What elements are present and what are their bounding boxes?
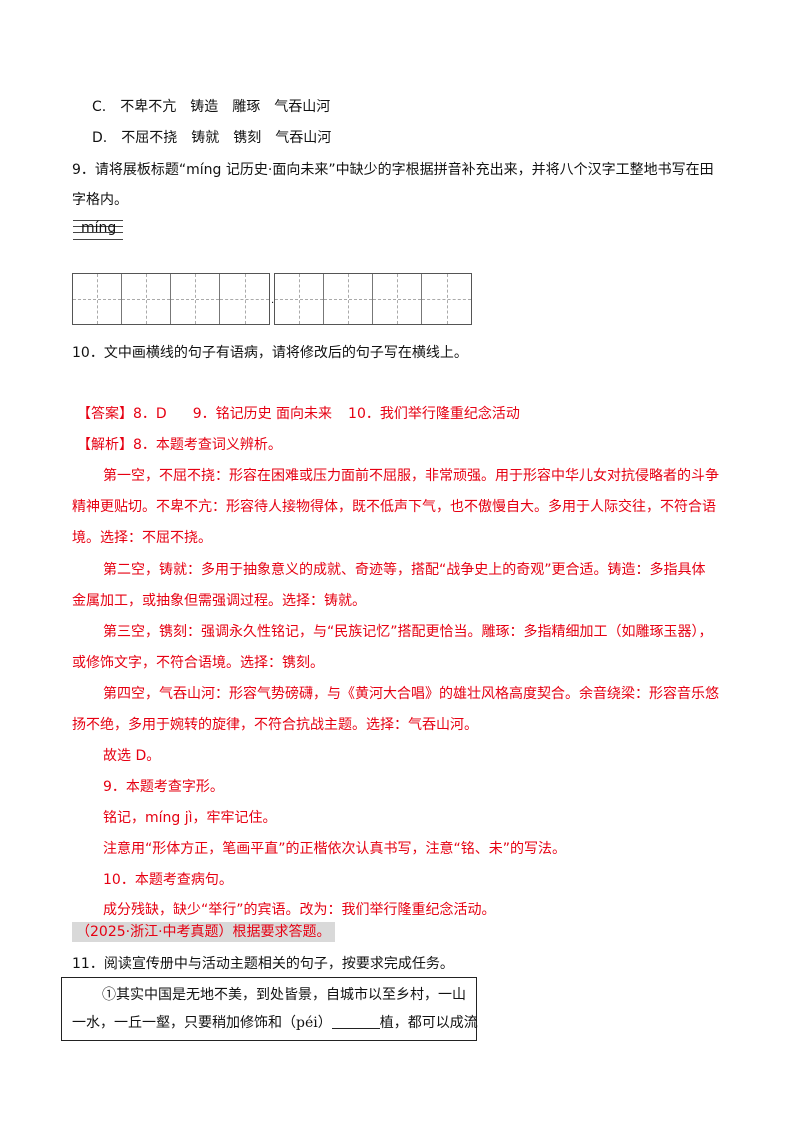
tianzige-grid: .: [72, 273, 472, 325]
tianzige-cell[interactable]: [122, 274, 171, 324]
separator-dot: .: [271, 295, 275, 306]
option-c: C. 不卑不亢铸造雕琢气吞山河: [92, 97, 344, 117]
tianzige-cell[interactable]: [73, 274, 122, 324]
tianzige-cell[interactable]: [422, 274, 471, 324]
analysis-line-1: 【解析】8．本题考查词义辨析。: [77, 435, 282, 455]
analysis-label: 【解析】: [77, 437, 133, 453]
answer-10: 10．我们举行隆重纪念活动: [348, 406, 520, 422]
tianzige-cell[interactable]: [324, 274, 373, 324]
analysis-line: 第四空，气吞山河：形容气势磅礴，与《黄河大合唱》的雄壮风格高度契合。余音绕梁：形…: [103, 686, 719, 702]
option-d: D. 不屈不挠铸就镌刻气吞山河: [92, 128, 345, 148]
answer-label: 【答案】: [77, 406, 133, 422]
passage-line-2-start: 一水，一丘一壑，只要稍加修饰和（péi）: [72, 1015, 332, 1031]
analysis-line: 或修饰文字，不符合语境。选择：镌刻。: [72, 655, 324, 671]
option-d-item-3: 镌刻: [233, 130, 262, 146]
analysis-line: 境。选择：不屈不挠。: [72, 530, 212, 546]
passage-box: ①其实中国是无地不美，到处皆景，自城市以至乡村，一山 一水，一丘一壑，只要稍加修…: [61, 977, 478, 1041]
option-d-letter: D.: [92, 130, 108, 146]
analysis-line: 精神更贴切。不卑不亢：形容待人接物得体，既不低声下气，也不傲慢自大。多用于人际交…: [72, 499, 716, 515]
grid-separator: .: [270, 273, 274, 325]
option-c-item-3: 雕琢: [232, 99, 261, 115]
passage-line-2: 一水，一丘一壑，只要稍加修饰和（péi） 植，都可以成流: [72, 1013, 478, 1033]
analysis-line: 成分残缺，缺少“举行”的宾语。改为：我们举行隆重纪念活动。: [103, 902, 496, 918]
passage-line-1: ①其实中国是无地不美，到处皆景，自城市以至乡村，一山: [102, 987, 466, 1003]
analysis-line: 注意用“形体方正，笔画平直”的正楷依次认真书写，注意“铭、未”的写法。: [103, 841, 567, 857]
analysis-line: 9．本题考查字形。: [103, 779, 224, 795]
analysis-line: 第一空，不屈不挠：形容在困难或压力面前不屈服，非常顽强。用于形容中华儿女对抗侵略…: [103, 468, 719, 484]
analysis-line: 金属加工，或抽象但需强调过程。选择：铸就。: [72, 593, 366, 609]
analysis-line: 扬不绝，多用于婉转的旋律，不符合抗战主题。选择：气吞山河。: [72, 717, 478, 733]
tianzige-group-1: [72, 273, 270, 325]
question-10: 10．文中画横线的句子有语病，请将修改后的句子写在横线上。: [72, 345, 468, 361]
option-c-item-2: 铸造: [190, 99, 219, 115]
analysis-line: 第二空，铸就：多用于抽象意义的成就、奇迹等，搭配“战争史上的奇观”更合适。铸造：…: [103, 562, 706, 578]
analysis-line: 故选 D。: [103, 748, 161, 764]
option-c-item-1: 不卑不亢: [120, 99, 177, 115]
option-c-item-4: 气吞山河: [274, 99, 331, 115]
question-9-line-2: 字格内。: [72, 192, 128, 208]
answer-line: 【答案】8．D 9．铭记历史 面向未来 10．我们举行隆重纪念活动: [77, 404, 520, 424]
answer-8: 8．D: [133, 406, 167, 422]
tianzige-cell[interactable]: [275, 274, 324, 324]
tianzige-cell[interactable]: [373, 274, 422, 324]
question-9-line-1: 9．请将展板标题“míng 记历史·面向未来”中缺少的字根据拼音补充出来，并将八…: [72, 162, 714, 178]
analysis-line: 10．本题考查病句。: [103, 872, 233, 888]
source-tag: （2025·浙江·中考真题）根据要求答题。: [72, 922, 335, 942]
tianzige-cell[interactable]: [171, 274, 220, 324]
analysis-text: 8．本题考查词义辨析。: [133, 437, 282, 453]
tianzige-group-2: [274, 273, 472, 325]
option-c-letter: C.: [92, 99, 107, 115]
option-d-item-4: 气吞山河: [275, 130, 332, 146]
analysis-line: 铭记，míng jì，牢牢记住。: [103, 810, 277, 826]
pinyin-staff: míng: [73, 218, 123, 240]
answer-9: 9．铭记历史 面向未来: [192, 406, 333, 422]
option-d-item-1: 不屈不挠: [121, 130, 178, 146]
question-11: 11．阅读宣传册中与活动主题相关的句子，按要求完成任务。: [72, 956, 454, 972]
tianzige-cell[interactable]: [220, 274, 269, 324]
passage-line-2-end: 植，都可以成流: [379, 1015, 478, 1031]
analysis-line: 第三空，镌刻：强调永久性铭记，与“民族记忆”搭配更恰当。雕琢：多指精细加工（如雕…: [103, 624, 713, 640]
fill-blank[interactable]: [331, 1014, 380, 1029]
pinyin-text: míng: [81, 220, 117, 236]
option-d-item-2: 铸就: [191, 130, 220, 146]
